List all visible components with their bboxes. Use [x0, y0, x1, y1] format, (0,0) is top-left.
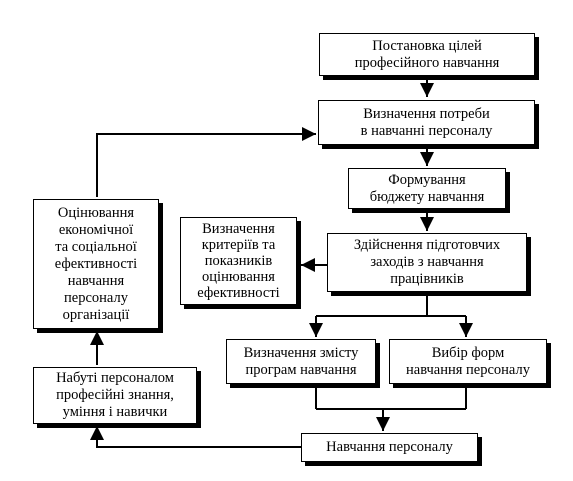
node-preparation: Здійснення підготовчих заходів з навчанн… [327, 233, 527, 292]
node-evaluation: Оцінювання економічної та соціальної ефе… [33, 199, 159, 329]
edge-preparation-split [316, 292, 466, 317]
edge-content-merge [315, 384, 467, 410]
node-training: Навчання персоналу [301, 433, 478, 462]
node-needs: Визначення потреби в навчанні персоналу [318, 100, 535, 145]
node-content: Визначення змісту програм навчання [226, 339, 376, 384]
edge-training-acquired [90, 426, 301, 448]
node-goals: Постановка цілей професійного навчання [319, 33, 535, 76]
node-forms: Вибір форм навчання персоналу [389, 339, 547, 384]
node-budget: Формування бюджету навчання [348, 168, 506, 209]
edge-evaluation-needs [96, 127, 316, 197]
node-acquired: Набуті персоналом професійні знання, умі… [33, 367, 197, 424]
node-criteria: Визначення критеріїв та показників оціню… [180, 217, 297, 305]
